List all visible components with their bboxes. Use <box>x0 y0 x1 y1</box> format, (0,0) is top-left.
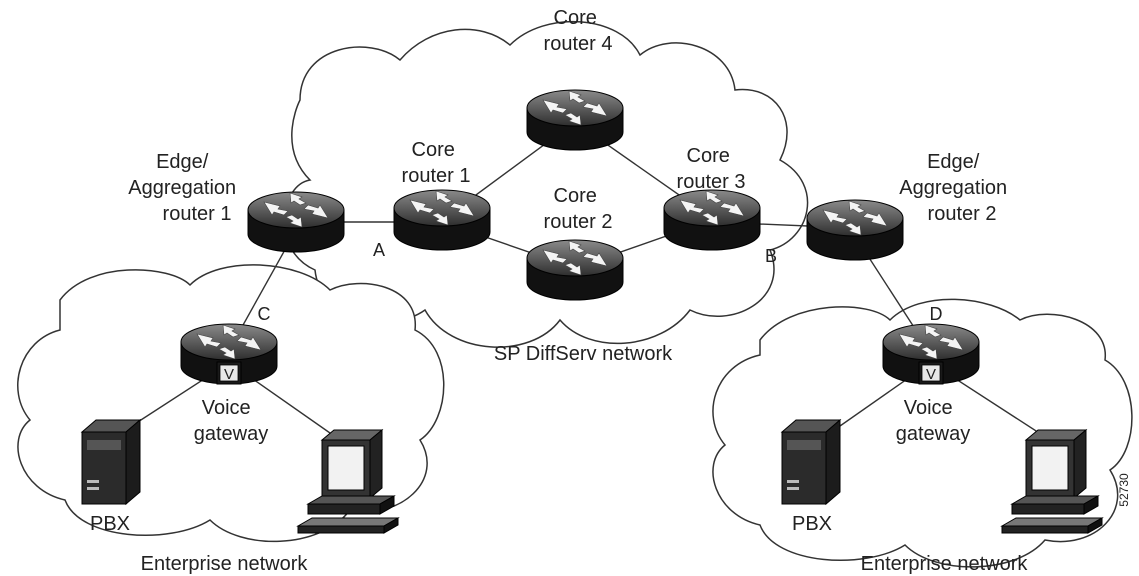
left-pbx-label: PBX <box>90 513 130 535</box>
left-voice-gateway: V <box>180 323 278 385</box>
left-pbx-icon <box>81 419 141 505</box>
right-enterprise-label: Enterprise network <box>861 553 1029 575</box>
right-pbx-label: PBX <box>792 513 832 535</box>
edge-router-2 <box>806 199 904 261</box>
core-router-4-label: Core router 4 <box>544 7 613 55</box>
core-router-1-label: Core router 1 <box>402 139 471 187</box>
core-router-3 <box>663 189 761 251</box>
sp-network-label: SP DiffServ network <box>494 343 673 365</box>
core-router-2 <box>526 239 624 301</box>
core-router-3-label: Core router 3 <box>677 145 746 193</box>
point-b-label: B <box>765 246 777 266</box>
right-pbx-icon <box>781 419 841 505</box>
left-gateway-label: Voice gateway <box>194 397 269 445</box>
point-a-label: A <box>373 240 385 260</box>
right-gateway-badge: V <box>926 366 936 383</box>
edge-router-1-label: Edge/ Aggregation router 1 <box>128 151 241 225</box>
figure-id: 52730 <box>1117 473 1131 507</box>
left-gateway-badge: V <box>224 366 234 383</box>
edge-router-1 <box>247 191 345 253</box>
point-c-label: C <box>258 304 271 324</box>
core-router-1 <box>393 189 491 251</box>
right-voice-gateway: V <box>882 323 980 385</box>
core-router-4 <box>526 89 624 151</box>
core-router-2-label: Core router 2 <box>544 185 613 233</box>
edge-router-2-label: Edge/ Aggregation router 2 <box>899 151 1012 225</box>
right-gateway-label: Voice gateway <box>896 397 971 445</box>
left-enterprise-label: Enterprise network <box>141 553 309 575</box>
point-d-label: D <box>930 304 943 324</box>
